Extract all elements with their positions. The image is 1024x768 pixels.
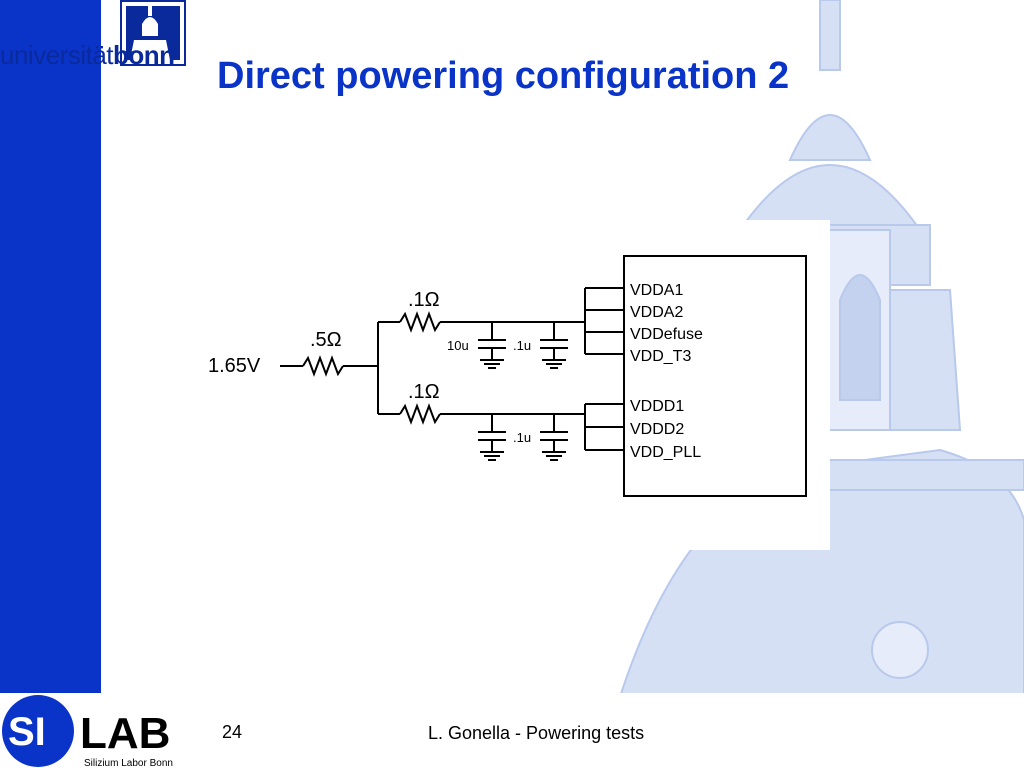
cap-analog-1-label: 10u: [447, 338, 469, 353]
logo-text-regular: universität: [0, 40, 114, 70]
pin-label: VDD_PLL: [630, 444, 701, 461]
footer: [0, 693, 1024, 768]
cap-digital-2-label: .1u: [513, 430, 531, 445]
university-logo: universitätbonn: [0, 0, 186, 70]
r-digital-label: .1Ω: [408, 381, 440, 403]
logo-lab-text: LAB: [80, 709, 170, 758]
page-number: 24: [222, 722, 243, 742]
r-main-label: .5Ω: [310, 329, 342, 351]
logo-subtitle: Silizium Labor Bonn: [84, 758, 173, 768]
cap-analog-2-label: .1u: [513, 338, 531, 353]
source-voltage-label: 1.65V: [208, 355, 261, 377]
tower-icon: [122, 2, 184, 64]
silab-logo: SI LAB Silizium Labor Bonn: [2, 695, 173, 768]
page-title: Direct powering configuration 2: [217, 55, 790, 97]
pin-label: VDDD2: [630, 421, 684, 438]
pin-label: VDD_T3: [630, 348, 691, 365]
pin-label: VDDA2: [630, 304, 683, 321]
circuit-diagram: 1.65V .5Ω .1Ω .1Ω 10u .1u .1u VDDA1 VDDA…: [190, 220, 830, 550]
footer-text: L. Gonella - Powering tests: [428, 723, 645, 743]
pin-label: VDDA1: [630, 282, 683, 299]
logo-shield: [120, 0, 186, 66]
r-analog-label: .1Ω: [408, 289, 440, 311]
pin-label: VDDD1: [630, 398, 684, 415]
logo-text-bold: bonn: [113, 40, 175, 70]
pin-label: VDDefuse: [630, 326, 703, 343]
logo-wordmark: universitätbonn: [0, 40, 175, 71]
logo-si-text: SI: [8, 710, 46, 754]
sidebar-stripe: [0, 0, 101, 693]
